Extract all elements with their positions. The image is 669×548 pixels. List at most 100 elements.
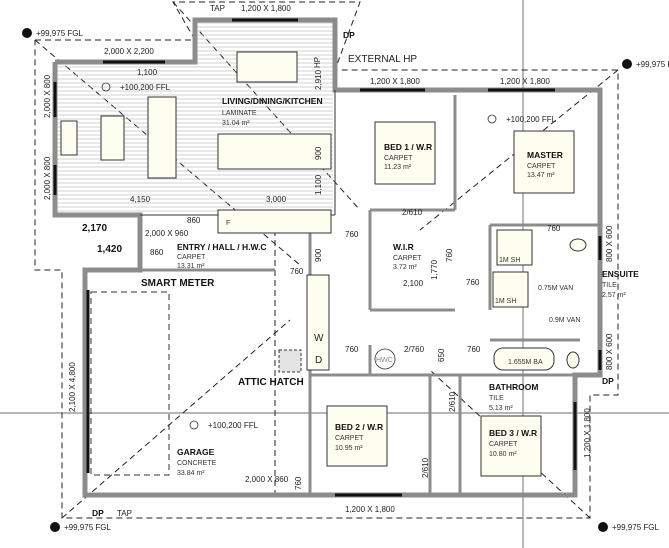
tap-label: TAP <box>117 509 132 518</box>
bath <box>493 347 555 371</box>
window-size: 1,200 X 1,800 <box>345 505 395 514</box>
walls <box>52 17 603 498</box>
dimension: 760 <box>345 345 359 354</box>
dimension: 1,100 <box>314 174 323 195</box>
window-size: 800 X 600 <box>605 333 614 370</box>
furniture <box>60 51 587 477</box>
room-area: 11.23 m² <box>384 164 412 171</box>
dimension: 760 <box>547 224 561 233</box>
room-name: MASTER <box>527 150 563 160</box>
washer-label: W <box>314 333 324 344</box>
room-name: ENTRY / HALL / H.W.C <box>177 242 267 252</box>
room-ensuite: ENSUITE TILE 2.57 m² <box>602 269 639 299</box>
room-master: MASTER CARPET 13.47 m² +100,200 FFL <box>506 115 563 179</box>
toilet-bathroom <box>566 351 580 369</box>
room-area: 10.95 m² <box>335 445 363 452</box>
windows <box>53 18 602 497</box>
room-floor: LAMINATE <box>222 110 257 117</box>
door-size: 2,000 X 860 <box>245 475 289 484</box>
room-garage: GARAGE CONCRETE 33.84 m² +100,200 FFL <box>177 421 259 477</box>
room-area: 2.57 m² <box>602 292 626 299</box>
dimension: 900 <box>314 146 323 160</box>
dimension: 1,770 <box>430 259 439 280</box>
room-name: GARAGE <box>177 447 215 457</box>
room-area: 5.13 m² <box>489 405 513 412</box>
dimension: 2/610 <box>402 208 423 217</box>
fridge-label: F <box>226 220 230 227</box>
room-floor: CARPET <box>335 435 364 442</box>
tv-unit <box>60 120 78 156</box>
hwc <box>374 348 396 370</box>
room-living: LIVING/DINING/KITCHEN LAMINATE 31.04 m² … <box>120 83 323 127</box>
tap-label: TAP <box>210 4 225 13</box>
attic-hatch <box>278 349 302 373</box>
smart-meter-label: SMART METER <box>141 278 215 289</box>
window-labels: 1,200 X 1,800 2,000 X 2,200 2,000 X 800 … <box>43 4 614 514</box>
dimension: 900 <box>314 248 323 262</box>
room-name: BED 1 / W.R <box>384 142 432 152</box>
dimension: 1,100 <box>137 68 158 77</box>
room-name: ENSUITE <box>602 269 639 279</box>
dimension: 2/610 <box>448 391 457 412</box>
room-area: 31.04 m² <box>222 120 250 127</box>
window-size: 1,200 X 1,800 <box>241 4 291 13</box>
fgl-label: +99,975 FGL <box>612 523 659 532</box>
room-name: BATHROOM <box>489 382 538 392</box>
shower-2 <box>492 271 529 308</box>
dimension: 3,000 <box>266 195 287 204</box>
shower-label: 1M SH <box>499 257 520 264</box>
dryer-label: D <box>315 355 322 366</box>
ffl-label: +100,200 FFL <box>120 83 171 92</box>
room-floor: CARPET <box>177 254 206 261</box>
room-bed2: BED 2 / W.R CARPET 10.95 m² <box>335 422 383 452</box>
dimension: 2,170 <box>82 223 107 234</box>
bed1-bed <box>374 121 436 185</box>
room-floor: CARPET <box>489 441 518 448</box>
room-name: LIVING/DINING/KITCHEN <box>222 96 323 106</box>
vanity-label: 0.9M VAN <box>549 317 580 324</box>
room-bed3: BED 3 / W.R CARPET 10.80 m² <box>489 428 537 458</box>
fgl-marker-icon <box>598 522 608 532</box>
hwc-label: HWC <box>376 357 393 364</box>
room-area: 3.72 m² <box>393 264 417 271</box>
room-name: BED 2 / W.R <box>335 422 383 432</box>
level-markers <box>22 28 632 532</box>
dimension: 860 <box>150 248 164 257</box>
kitchen-island <box>217 133 332 170</box>
ffl-label: +100,200 FFL <box>208 421 259 430</box>
laundry-bench <box>306 274 330 371</box>
dimension: 860 <box>187 216 201 225</box>
room-floor: CONCRETE <box>177 460 217 467</box>
room-floor: CARPET <box>527 163 556 170</box>
dimension: 760 <box>290 267 304 276</box>
window-size: 1,200 X 1,800 <box>583 408 592 458</box>
window-size: 2,000 X 800 <box>43 74 52 118</box>
dimension: 760 <box>466 278 480 287</box>
room-area: 10.80 m² <box>489 451 517 458</box>
fixture-labels: 1M SH 1M SH 0.75M VAN 0.9M VAN 1.655M BA… <box>226 220 580 366</box>
dp-label: DP <box>602 376 614 386</box>
window-size: 800 X 600 <box>605 225 614 262</box>
dimension: 4,150 <box>130 195 151 204</box>
dimension: 650 <box>437 348 446 362</box>
dimensions: 1,100 4,150 3,000 900 1,100 2,910 2,170 … <box>82 68 561 490</box>
bed3-bed <box>480 415 542 477</box>
room-area: 33.84 m² <box>177 470 205 477</box>
dimension: 760 <box>445 248 454 262</box>
bed2-bed <box>326 405 388 467</box>
external-hp-label: EXTERNAL HP <box>348 54 417 65</box>
fgl-marker-icon <box>22 28 32 38</box>
dining-table <box>236 51 298 83</box>
window-size: 1,200 X 1,800 <box>500 77 550 86</box>
window-size: 2,000 X 2,200 <box>104 47 154 56</box>
kitchen-bench <box>217 209 332 234</box>
window-size: 2,100 X 4,800 <box>68 362 77 412</box>
room-wir: W.I.R CARPET 3.72 m² <box>393 242 422 271</box>
dimension: 2/610 <box>421 457 430 478</box>
room-area: 13.31 m² <box>177 263 205 270</box>
door-size: 2,000 X 960 <box>145 229 189 238</box>
fgl-label: +99,975 FGL <box>636 60 669 69</box>
room-bathroom: BATHROOM TILE 5.13 m² <box>489 382 538 412</box>
garage-car-outline <box>90 291 170 476</box>
ffl-marker-icon <box>487 114 497 124</box>
